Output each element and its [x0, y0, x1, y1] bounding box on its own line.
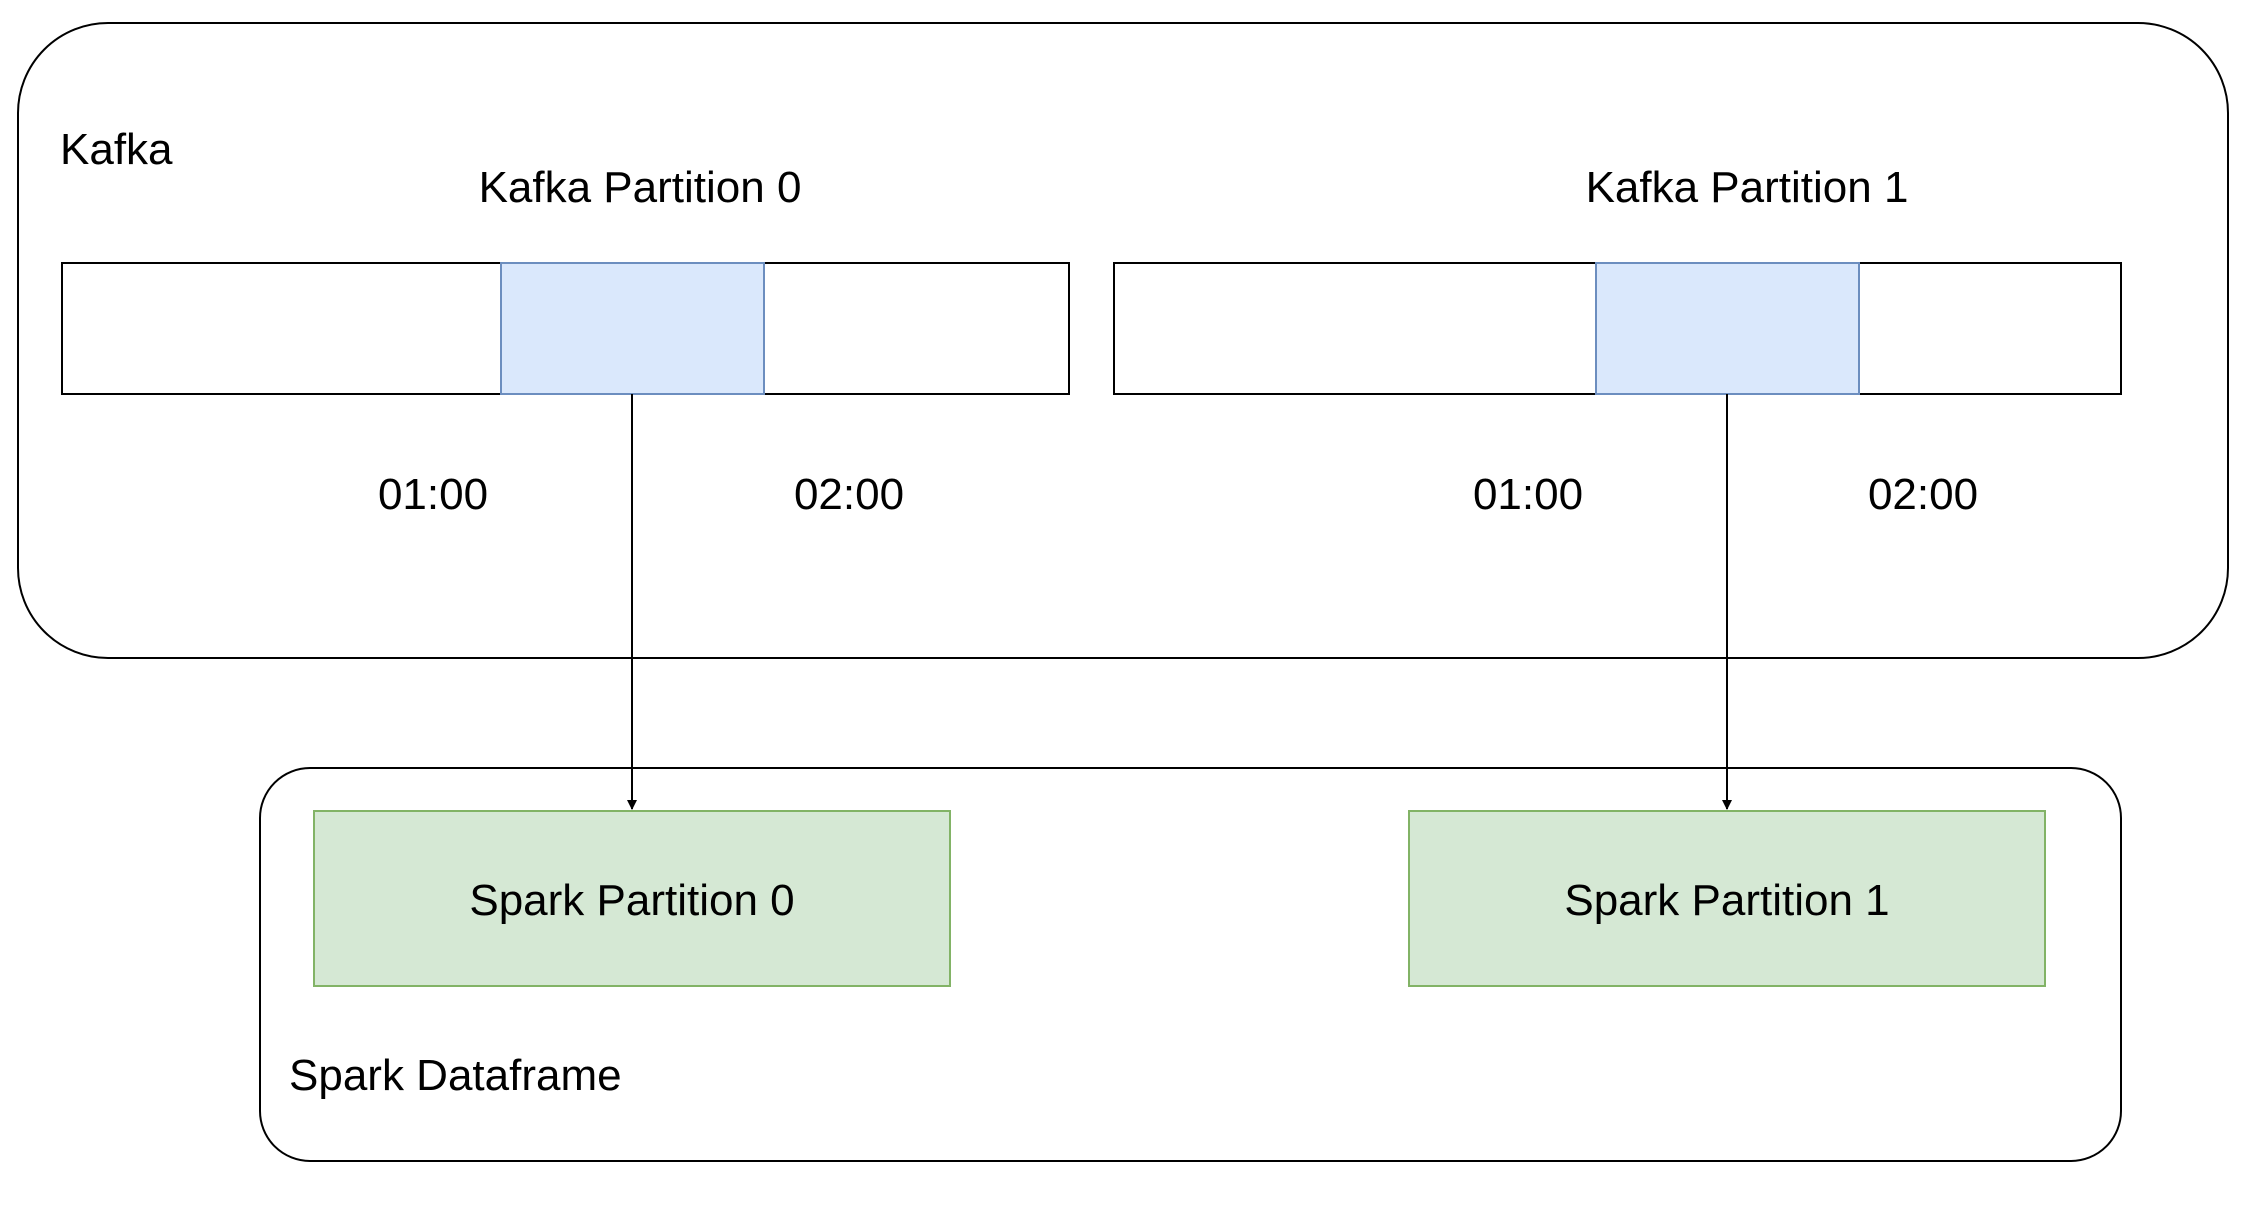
spark-partition-1-label: Spark Partition 1 — [1564, 876, 1889, 925]
kafka-partition-0-title: Kafka Partition 0 — [479, 163, 802, 212]
kafka-partition-0-window — [500, 262, 765, 395]
kafka-partition-1-start-time: 01:00 — [1473, 470, 1583, 519]
kafka-label: Kafka — [60, 125, 173, 174]
kafka-partition-1-window — [1595, 262, 1860, 395]
kafka-partition-0-end-time: 02:00 — [794, 470, 904, 519]
spark-dataframe-label: Spark Dataframe — [289, 1051, 622, 1100]
kafka-partition-0-start-time: 01:00 — [378, 470, 488, 519]
spark-partition-1-box — [1408, 810, 2046, 987]
kafka-partition-1-end-time: 02:00 — [1868, 470, 1978, 519]
kafka-partition-1-title: Kafka Partition 1 — [1586, 163, 1909, 212]
spark-partition-0-box — [313, 810, 951, 987]
spark-partition-0-label: Spark Partition 0 — [469, 876, 794, 925]
